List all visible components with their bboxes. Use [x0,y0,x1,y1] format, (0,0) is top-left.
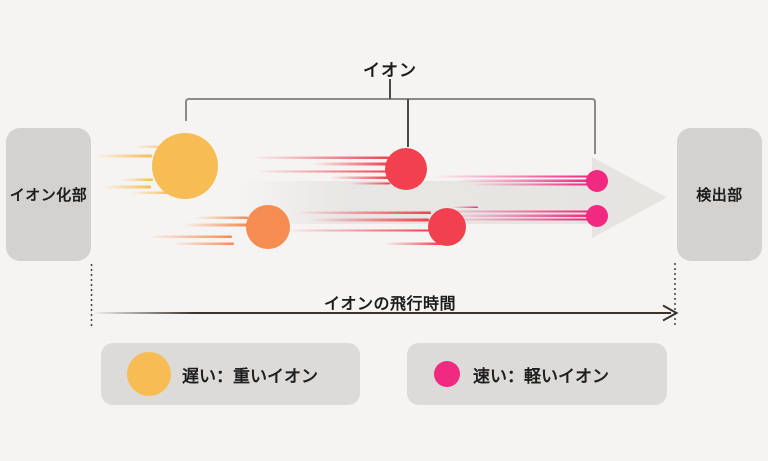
flight-time-arrow [91,304,679,322]
flight-path-arrow [237,157,667,238]
speed-trails-pink [430,175,588,221]
legend-fast-light: 速い：軽いイオン [407,343,667,405]
slow-heavy-swatch-circle [127,352,171,396]
fast-light-swatch-circle [434,361,460,387]
detector-box: 検出部 [677,128,762,261]
ion-group-bracket [185,79,596,154]
detector-box-label: 検出部 [696,187,743,204]
ionizer-box-label: イオン化部 [9,187,88,204]
legend-slow-heavy-label: 遅い：重いイオン [182,366,318,386]
flight-time-label: イオンの飛行時間 [323,296,456,313]
ionizer-box: イオン化部 [6,128,91,261]
legend-fast-light-label: 速い：軽いイオン [473,366,609,386]
speed-trails-orange [147,216,248,245]
medium-ion-circle-upper [385,148,427,190]
ion-group-label: イオン [363,61,417,80]
light-fast-ion-circle-upper [586,170,608,192]
speed-trails-yellow [95,145,177,194]
speed-trails-red [253,156,441,245]
heavy-slow-ion-circle-medium [246,205,290,249]
legend-slow-heavy: 遅い：重いイオン [101,343,360,405]
heavy-slow-ion-circle-large [152,133,218,199]
medium-ion-circle-lower [428,208,466,246]
light-fast-ion-circle-lower [586,205,608,227]
